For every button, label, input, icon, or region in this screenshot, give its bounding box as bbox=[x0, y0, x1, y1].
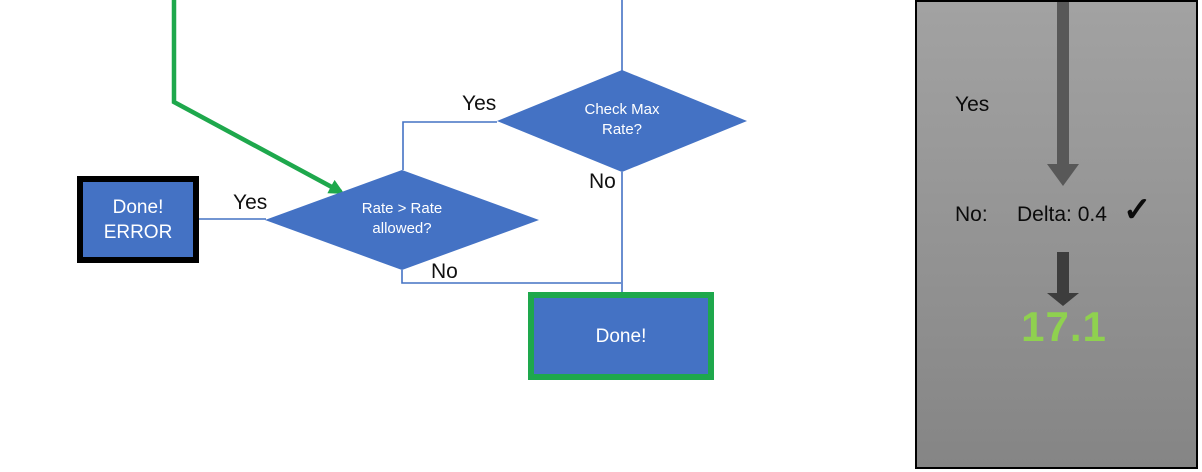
done-box: Done! bbox=[528, 292, 714, 380]
edge-label-no-top: No bbox=[589, 170, 616, 193]
connector-check-max-yes bbox=[402, 121, 497, 170]
green-path-arrow bbox=[171, 0, 345, 194]
checkmark-icon: ✓ bbox=[1123, 191, 1152, 229]
panel-no-label: No: bbox=[955, 203, 988, 226]
down-arrow-bottom-head-icon bbox=[1047, 293, 1079, 306]
decision-check-max-rate-shape bbox=[497, 70, 747, 172]
decision-rate-allowed-shape bbox=[265, 170, 539, 270]
connector-rate-no-to-done bbox=[401, 270, 621, 284]
done-error-line1: Done! bbox=[112, 196, 164, 218]
side-panel: Yes No: Delta: 0.4 ✓ 17.1 bbox=[915, 0, 1198, 469]
down-arrow-bottom-shaft bbox=[1057, 252, 1069, 293]
decision-check-max-rate-label: Check Max Rate? bbox=[542, 100, 702, 140]
decision-check-max-rate-line1: Check Max bbox=[584, 101, 660, 118]
done-error-line2: ERROR bbox=[103, 221, 173, 243]
down-arrow-top-head-icon bbox=[1047, 164, 1079, 186]
panel-yes-label: Yes bbox=[955, 93, 990, 116]
decision-check-max-rate-line2: Rate? bbox=[601, 121, 643, 138]
decision-rate-allowed-line1: Rate > Rate bbox=[361, 200, 443, 217]
down-arrow-top-shaft bbox=[1057, 2, 1069, 164]
result-value: 17.1 bbox=[1021, 303, 1107, 350]
done-box-label: Done! bbox=[595, 325, 647, 347]
done-error-box: Done! ERROR bbox=[77, 176, 199, 263]
decision-rate-allowed-label: Rate > Rate allowed? bbox=[322, 199, 482, 239]
edge-label-yes-top: Yes bbox=[462, 92, 497, 115]
edge-label-no-bottom: No bbox=[431, 260, 458, 283]
edge-label-yes-left: Yes bbox=[233, 191, 268, 214]
panel-delta-value: Delta: 0.4 bbox=[1017, 203, 1107, 226]
decision-rate-allowed-line2: allowed? bbox=[372, 220, 432, 237]
